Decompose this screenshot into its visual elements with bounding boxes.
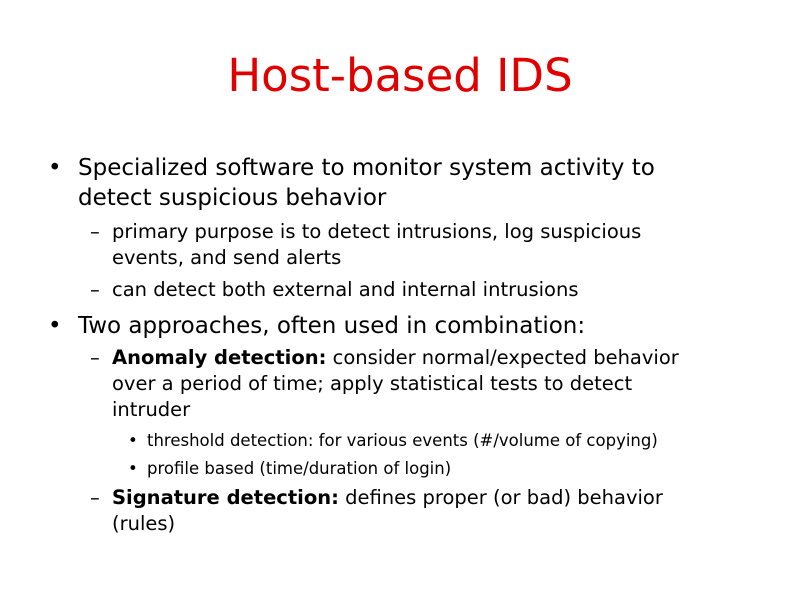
sub-bullet-text: can detect both external and internal in… <box>112 278 579 301</box>
term-label: Anomaly detection: <box>112 346 327 369</box>
term-description: defines proper (or bad) behavior <box>338 486 663 509</box>
sub-bullet-text: Signature detection: defines proper (or … <box>112 485 663 511</box>
sub-bullet-text: intruder <box>112 398 191 421</box>
sub-bullet-text: primary purpose is to detect intrusions,… <box>112 220 642 243</box>
sub-bullet-text: events, and send alerts <box>112 246 342 269</box>
small-bullet-icon: • <box>128 459 138 478</box>
sub-bullet-text: over a period of time; apply statistical… <box>112 372 633 395</box>
term-label: Signature detection: <box>112 486 339 509</box>
dash-icon: – <box>90 220 100 243</box>
sub-sub-bullet-text: profile based (time/duration of login) <box>147 459 452 478</box>
bullet-icon: • <box>48 313 62 339</box>
dash-icon: – <box>90 346 100 369</box>
bullet-text: Two approaches, often used in combinatio… <box>78 313 586 339</box>
bullet-text: detect suspicious behavior <box>78 185 387 211</box>
bullet-icon: • <box>48 155 62 181</box>
sub-bullet-text: Anomaly detection: consider normal/expec… <box>112 345 679 371</box>
dash-icon: – <box>90 486 100 509</box>
small-bullet-icon: • <box>128 431 138 450</box>
bullet-text: Specialized software to monitor system a… <box>78 155 655 181</box>
term-description: consider normal/expected behavior <box>326 346 679 369</box>
slide-title: Host-based IDS <box>227 49 573 102</box>
sub-sub-bullet-text: threshold detection: for various events … <box>147 431 658 450</box>
sub-bullet-text: (rules) <box>112 512 176 535</box>
dash-icon: – <box>90 278 100 301</box>
